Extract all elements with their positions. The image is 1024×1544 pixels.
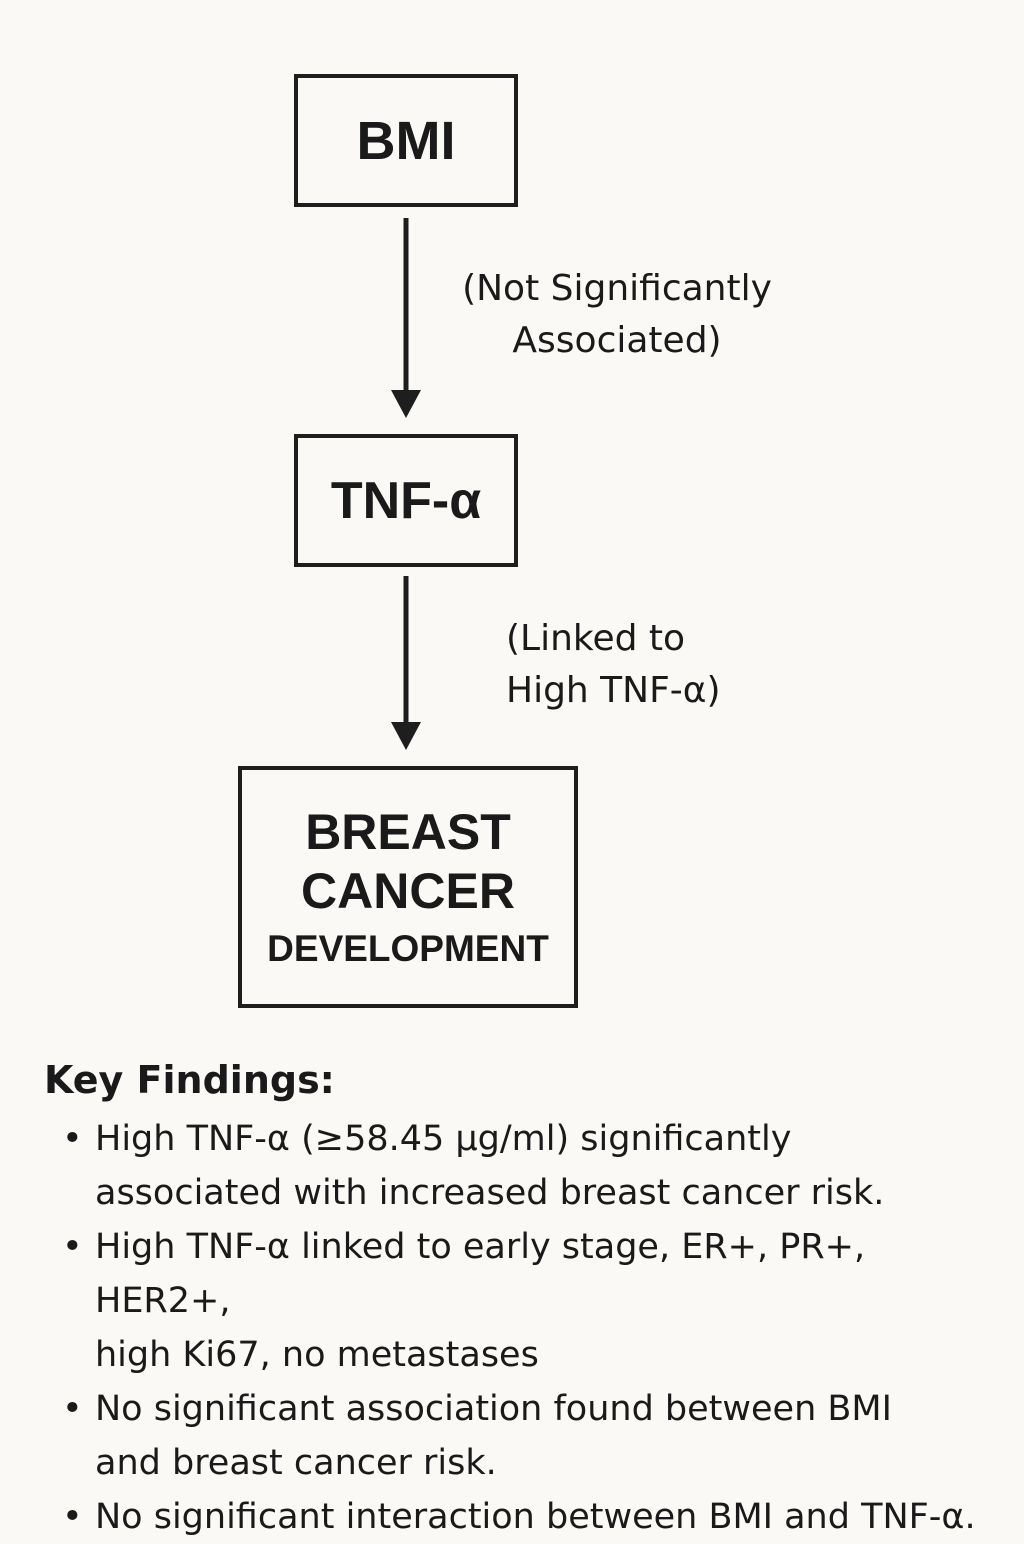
finding-item: • No significant association found betwe…: [44, 1382, 1004, 1490]
finding-item: • High TNF-α linked to early stage, ER+,…: [44, 1220, 1004, 1382]
finding-line: associated with increased breast cancer …: [95, 1173, 885, 1213]
finding-line: High TNF-α (≥58.45 μg/ml) significantly: [95, 1119, 792, 1159]
bullet-icon: •: [62, 1497, 83, 1537]
node-outcome-line1: BREAST: [305, 804, 511, 861]
finding-line: No significant association found between…: [95, 1389, 892, 1429]
key-findings-section: Key Findings: • High TNF-α (≥58.45 μg/ml…: [44, 1058, 1004, 1544]
finding-line: High TNF-α linked to early stage, ER+, P…: [95, 1227, 866, 1321]
key-findings-title: Key Findings:: [44, 1058, 335, 1102]
finding-line: and breast cancer risk.: [95, 1443, 497, 1483]
node-outcome-line2: CANCER: [301, 863, 515, 920]
node-bmi: BMI: [294, 74, 518, 207]
arrow-tnf-to-outcome: [391, 576, 421, 750]
edge-label-bmi-tnf-line1: (Not Significantly: [462, 268, 772, 309]
arrow-bmi-to-tnf: [391, 218, 421, 418]
bullet-icon: •: [62, 1389, 83, 1429]
node-bmi-label: BMI: [356, 110, 456, 171]
finding-item: • High TNF-α (≥58.45 μg/ml) significantl…: [44, 1112, 1004, 1220]
edge-label-tnf-outcome-line2: High TNF-α): [506, 670, 721, 711]
node-tnf-alpha-label: TNF-α: [330, 471, 482, 530]
node-breast-cancer-development: BREAST CANCER DEVELOPMENT: [238, 766, 578, 1008]
finding-item: • No significant interaction between BMI…: [44, 1490, 1004, 1544]
finding-line: No significant interaction between BMI a…: [95, 1497, 976, 1537]
edge-label-tnf-outcome-line1: (Linked to: [506, 618, 686, 659]
edge-label-bmi-tnf-line2: Associated): [512, 320, 722, 361]
bullet-icon: •: [62, 1119, 83, 1159]
edge-label-bmi-tnf: (Not Significantly Associated): [450, 263, 784, 367]
node-outcome-line3: DEVELOPMENT: [267, 928, 549, 970]
node-tnf-alpha: TNF-α: [294, 434, 518, 567]
edge-label-tnf-outcome: (Linked to High TNF-α): [506, 613, 721, 717]
bullet-icon: •: [62, 1227, 83, 1267]
key-findings-list: • High TNF-α (≥58.45 μg/ml) significantl…: [44, 1112, 1004, 1544]
finding-line: high Ki67, no metastases: [95, 1335, 539, 1375]
